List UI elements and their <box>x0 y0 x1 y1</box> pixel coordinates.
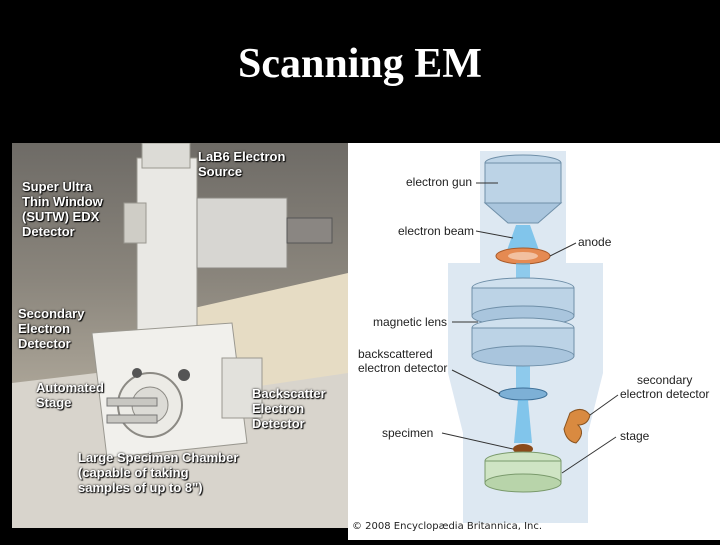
label-backscattered-electron-detector: backscattered electron detector <box>358 347 448 375</box>
label-specimen: specimen <box>382 426 434 440</box>
sem-instrument-photo: LaB6 Electron Source Super Ultra Thin Wi… <box>12 143 348 528</box>
slide-title: Scanning EM <box>238 41 482 87</box>
sem-instrument-illustration <box>12 143 348 528</box>
label-electron-beam: electron beam <box>398 224 475 238</box>
label-secondary-electron-detector: Secondary Electron Detector <box>18 306 85 351</box>
label-secondary-electron-detector: secondary electron detector <box>620 373 710 401</box>
label-magnetic-lens: magnetic lens <box>373 315 448 329</box>
label-stage: stage <box>620 429 650 443</box>
label-anode: anode <box>578 235 612 249</box>
label-large-specimen-chamber: Large Specimen Chamber (capable of takin… <box>78 450 239 495</box>
copyright-notice: © 2008 Encyclopædia Britannica, Inc. <box>352 521 543 532</box>
label-lab6-source: LaB6 Electron Source <box>198 149 286 179</box>
sem-schematic-diagram: electron gun electron beam anode magneti… <box>348 143 720 540</box>
label-sutw-edx-detector: Super Ultra Thin Window (SUTW) EDX Detec… <box>22 179 103 239</box>
label-backscatter-electron-detector: Backscatter Electron Detector <box>252 386 326 431</box>
sem-schematic-illustration <box>441 151 619 523</box>
label-electron-gun: electron gun <box>406 175 473 189</box>
label-automated-stage: Automated Stage <box>36 380 104 410</box>
